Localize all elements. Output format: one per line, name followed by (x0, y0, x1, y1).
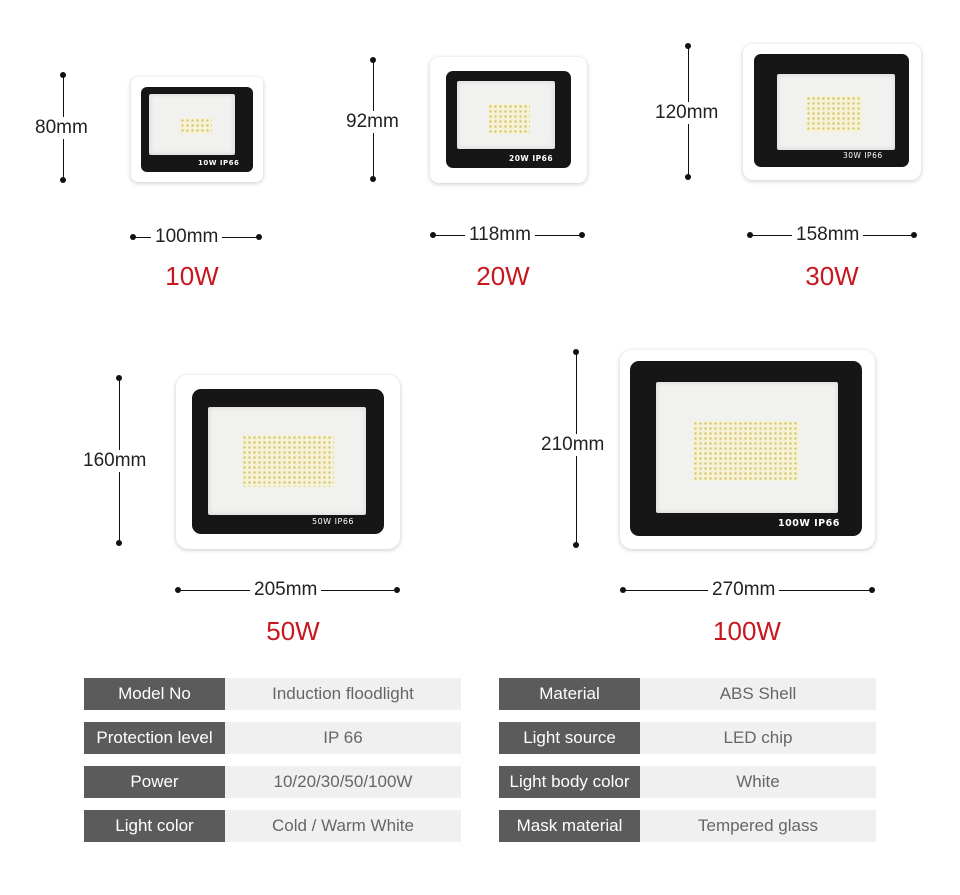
dimension-dot (60, 177, 66, 183)
dimension-dot (394, 587, 400, 593)
spec-key: Mask material (499, 810, 640, 842)
model-tag: 50W IP66 (312, 517, 354, 526)
spec-row-mask-material: Mask material Tempered glass (499, 810, 876, 842)
dimension-dot (256, 234, 262, 240)
spec-row-light-body-color: Light body color White (499, 766, 876, 798)
spec-value: Induction floodlight (225, 678, 461, 710)
dimension-dot (869, 587, 875, 593)
height-label: 210mm (537, 434, 609, 456)
model-tag: 10W IP66 (198, 159, 240, 167)
led-chip-array (488, 104, 530, 134)
spec-key: Model No (84, 678, 225, 710)
spec-key: Protection level (84, 722, 225, 754)
dimension-dot (370, 176, 376, 182)
wattage-label: 20W (476, 261, 530, 291)
height-label: 120mm (651, 102, 723, 124)
dimension-dot (116, 540, 122, 546)
wattage-label: 100W (713, 616, 781, 646)
width-label: 270mm (708, 579, 780, 601)
spec-value: Tempered glass (640, 810, 876, 842)
model-tag: 20W IP66 (509, 154, 554, 163)
spec-key: Material (499, 678, 640, 710)
dimension-dot (685, 174, 691, 180)
led-chip-array (693, 421, 799, 481)
spec-value: 10/20/30/50/100W (225, 766, 461, 798)
model-tag: 30W IP66 (843, 151, 883, 160)
spec-key: Light source (499, 722, 640, 754)
spec-key: Light body color (499, 766, 640, 798)
dimension-dot (573, 542, 579, 548)
spec-row-light-source: Light source LED chip (499, 722, 876, 754)
dimension-dot (911, 232, 917, 238)
led-chip-array (242, 435, 334, 487)
width-label: 118mm (465, 224, 535, 246)
spec-key: Light color (84, 810, 225, 842)
led-chip-array (180, 118, 212, 134)
spec-row-material: Material ABS Shell (499, 678, 876, 710)
spec-value: IP 66 (225, 722, 461, 754)
spec-row-power: Power 10/20/30/50/100W (84, 766, 461, 798)
spec-row-protection-level: Protection level IP 66 (84, 722, 461, 754)
height-label: 92mm (342, 111, 403, 133)
wattage-label: 10W (165, 261, 219, 291)
model-tag: 100W IP66 (778, 518, 840, 529)
led-chip-array (806, 96, 862, 132)
width-label: 205mm (250, 579, 322, 601)
height-label: 80mm (31, 117, 92, 139)
dimension-dot (579, 232, 585, 238)
spec-row-model-no: Model No Induction floodlight (84, 678, 461, 710)
spec-key: Power (84, 766, 225, 798)
height-label: 160mm (79, 450, 151, 472)
spec-value: Cold / Warm White (225, 810, 461, 842)
spec-value: White (640, 766, 876, 798)
spec-value: ABS Shell (640, 678, 876, 710)
wattage-label: 50W (266, 616, 320, 646)
wattage-label: 30W (805, 261, 859, 291)
width-label: 158mm (792, 224, 864, 246)
spec-value: LED chip (640, 722, 876, 754)
width-label: 100mm (151, 226, 223, 248)
spec-row-light-color: Light color Cold / Warm White (84, 810, 461, 842)
